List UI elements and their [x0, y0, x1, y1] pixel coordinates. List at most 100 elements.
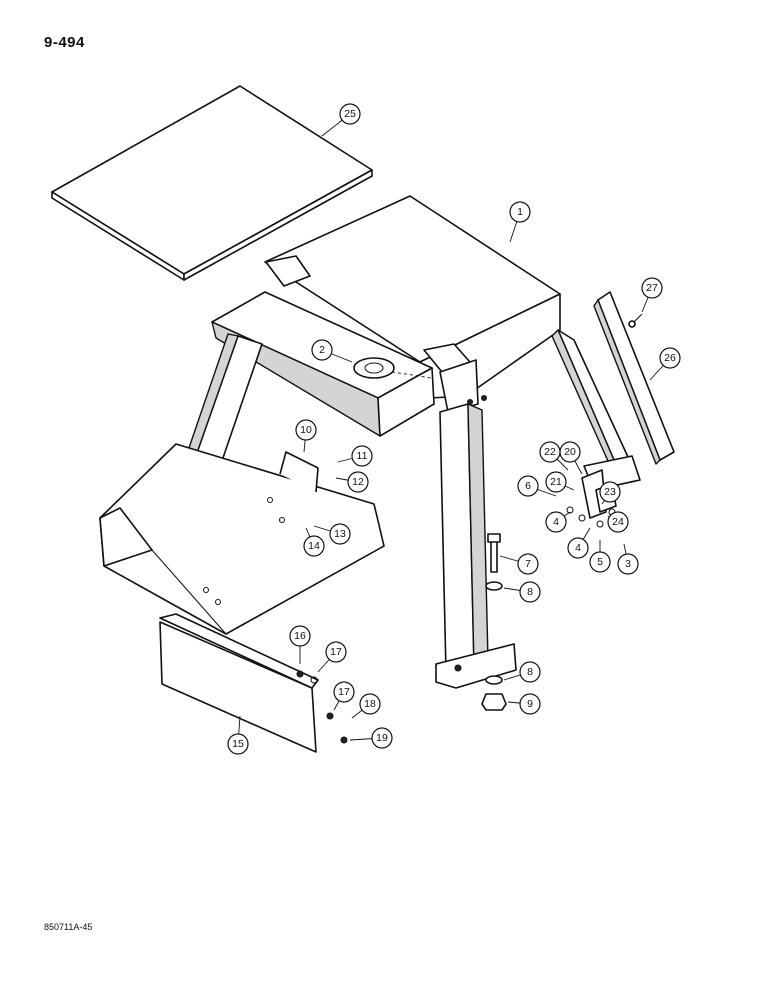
callout-17a: 17: [325, 641, 347, 663]
step-washer: [310, 676, 318, 684]
callout-2: 2: [311, 339, 333, 361]
mount-bolt: [487, 533, 501, 573]
callout-circle-6: [517, 475, 539, 497]
callout-circle-14: [303, 535, 325, 557]
callout-circle-13: [329, 523, 351, 545]
callout-8b: 8: [519, 661, 541, 683]
callout-circle-11: [351, 445, 373, 467]
callout-22: 22: [539, 441, 561, 463]
callout-16: 16: [289, 625, 311, 647]
page-number: 9-494: [44, 34, 85, 51]
step-nut-b: [340, 736, 348, 744]
callout-label-23: 23: [604, 486, 616, 498]
callout-label-8a: 8: [527, 586, 533, 598]
callout-circle-5: [589, 551, 611, 573]
callout-label-1: 1: [517, 206, 523, 218]
callout-circle-7: [517, 553, 539, 575]
lower-washer: [485, 675, 503, 685]
callout-12: 12: [347, 471, 369, 493]
callout-label-14: 14: [308, 540, 320, 552]
side-rail: [593, 291, 675, 465]
callout-circle-21: [545, 471, 567, 493]
callout-19: 19: [371, 727, 393, 749]
top-pad: [51, 85, 373, 281]
callout-24: 24: [607, 511, 629, 533]
callout-21: 21: [545, 471, 567, 493]
callout-circle-16: [289, 625, 311, 647]
callout-circle-17a: [325, 641, 347, 663]
callout-8a: 8: [519, 581, 541, 603]
callout-label-11: 11: [357, 450, 368, 462]
callout-circle-25: [339, 103, 361, 125]
front-leg: [435, 403, 517, 689]
callout-circle-18: [359, 693, 381, 715]
callout-label-9: 9: [527, 698, 533, 710]
callout-9: 9: [519, 693, 541, 715]
callout-label-4a: 4: [553, 516, 559, 528]
callout-label-20: 20: [564, 446, 576, 458]
callout-circle-10: [295, 419, 317, 441]
callout-label-10: 10: [300, 424, 312, 436]
callout-circle-19: [371, 727, 393, 749]
warning-decal: [353, 357, 433, 379]
callout-6: 6: [517, 475, 539, 497]
callout-circle-8b: [519, 661, 541, 683]
callout-4a: 4: [545, 511, 567, 533]
callout-circle-4b: [567, 537, 589, 559]
callout-label-18: 18: [364, 698, 376, 710]
callout-circle-9: [519, 693, 541, 715]
callout-14: 14: [303, 535, 325, 557]
callout-27: 27: [641, 277, 663, 299]
callout-label-6: 6: [525, 480, 531, 492]
callout-label-26: 26: [664, 352, 676, 364]
callout-circle-12: [347, 471, 369, 493]
upper-washer: [485, 581, 503, 591]
callout-circle-27: [641, 277, 663, 299]
callout-23: 23: [599, 481, 621, 503]
callout-label-17a: 17: [330, 646, 342, 658]
callout-26: 26: [659, 347, 681, 369]
callout-label-12: 12: [352, 476, 364, 488]
callout-circle-2: [311, 339, 333, 361]
callout-balloons: 1234456788910111213141516171718192021222…: [227, 103, 681, 755]
step-bolt: [296, 670, 304, 678]
callout-25: 25: [339, 103, 361, 125]
callout-circle-23: [599, 481, 621, 503]
grab-handle: [279, 451, 319, 493]
callout-20: 20: [559, 441, 581, 463]
callout-1: 1: [509, 201, 531, 223]
callout-circle-26: [659, 347, 681, 369]
callout-label-16: 16: [294, 630, 306, 642]
callout-7: 7: [517, 553, 539, 575]
callout-13: 13: [329, 523, 351, 545]
callout-4b: 4: [567, 537, 589, 559]
callout-label-17b: 17: [338, 686, 350, 698]
callout-label-3: 3: [625, 558, 631, 570]
callout-label-21: 21: [550, 476, 562, 488]
callout-circle-17b: [333, 681, 355, 703]
callout-10: 10: [295, 419, 317, 441]
callout-3: 3: [617, 553, 639, 575]
callout-label-7: 7: [525, 558, 531, 570]
floor-plate: [99, 443, 385, 635]
callout-label-22: 22: [544, 446, 556, 458]
rail-screw: [628, 313, 643, 328]
callout-label-25: 25: [344, 108, 356, 120]
callout-label-13: 13: [334, 528, 346, 540]
callout-circle-3: [617, 553, 639, 575]
callout-label-2: 2: [319, 344, 325, 356]
callout-circle-24: [607, 511, 629, 533]
callout-17b: 17: [333, 681, 355, 703]
callout-circle-22: [539, 441, 561, 463]
step-panel: [159, 613, 319, 753]
figure-code: 850711A-45: [44, 922, 93, 932]
callout-5: 5: [589, 551, 611, 573]
callout-circle-15: [227, 733, 249, 755]
callout-label-15: 15: [232, 738, 244, 750]
mount-nut: [481, 693, 507, 711]
callout-11: 11: [351, 445, 373, 467]
callout-label-5: 5: [597, 556, 603, 568]
callout-circle-4a: [545, 511, 567, 533]
callout-label-27: 27: [646, 282, 658, 294]
callout-18: 18: [359, 693, 381, 715]
